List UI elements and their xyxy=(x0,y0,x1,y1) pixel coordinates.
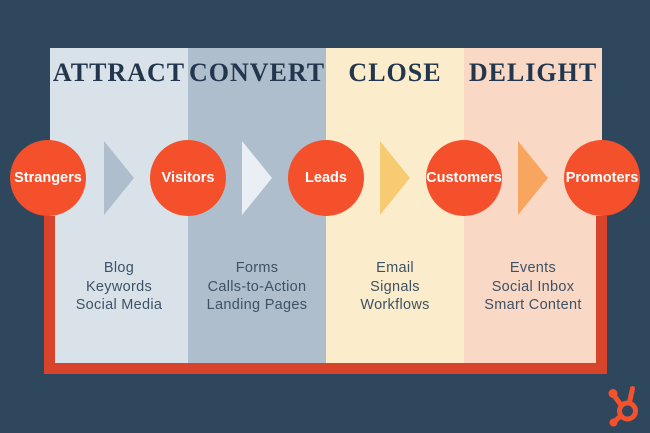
tool-item: Workflows xyxy=(360,297,430,313)
tool-item: Social Inbox xyxy=(491,278,575,295)
tool-item: Smart Content xyxy=(484,297,582,313)
tool-item: Blog xyxy=(103,260,135,276)
circle-customers: Customers xyxy=(426,140,502,216)
arrow-leads-to-customers-icon xyxy=(380,141,410,215)
stage-title-attract: ATTRACT xyxy=(52,58,186,87)
tool-item: Events xyxy=(509,260,557,276)
stage-title-close: CLOSE xyxy=(348,58,442,87)
stage-tools-delight: Events Social Inbox Smart Content xyxy=(464,259,602,315)
circle-label-customers: Customers xyxy=(426,170,502,186)
tool-item: Social Media xyxy=(75,297,163,313)
tool-item: Landing Pages xyxy=(206,297,308,313)
circle-visitors: Visitors xyxy=(150,140,226,216)
funnel-frame xyxy=(44,216,607,374)
arrow-strangers-to-visitors-icon xyxy=(104,141,134,215)
stage-tools-attract: Blog Keywords Social Media xyxy=(50,259,188,315)
circle-label-strangers: Strangers xyxy=(14,170,82,186)
circle-label-leads: Leads xyxy=(305,170,347,186)
arrow-customers-to-promoters-icon xyxy=(518,141,548,215)
tool-item: Calls-to-Action xyxy=(207,278,307,295)
circle-strangers: Strangers xyxy=(10,140,86,216)
hubspot-sprocket-icon xyxy=(608,386,638,427)
circle-promoters: Promoters xyxy=(564,140,640,216)
circle-leads: Leads xyxy=(288,140,364,216)
tool-item: Forms xyxy=(235,260,279,276)
stage-tools-close: Email Signals Workflows xyxy=(326,259,464,315)
stage-title-convert: CONVERT xyxy=(188,58,326,87)
circle-label-promoters: Promoters xyxy=(565,170,639,186)
stage-tools-convert: Forms Calls-to-Action Landing Pages xyxy=(188,259,326,315)
tool-item: Email xyxy=(376,260,414,276)
circle-label-visitors: Visitors xyxy=(161,170,215,186)
tool-item: Keywords xyxy=(85,278,153,295)
stage-title-delight: DELIGHT xyxy=(468,58,598,87)
tool-item: Signals xyxy=(370,278,420,295)
arrow-visitors-to-leads-icon xyxy=(242,141,272,215)
